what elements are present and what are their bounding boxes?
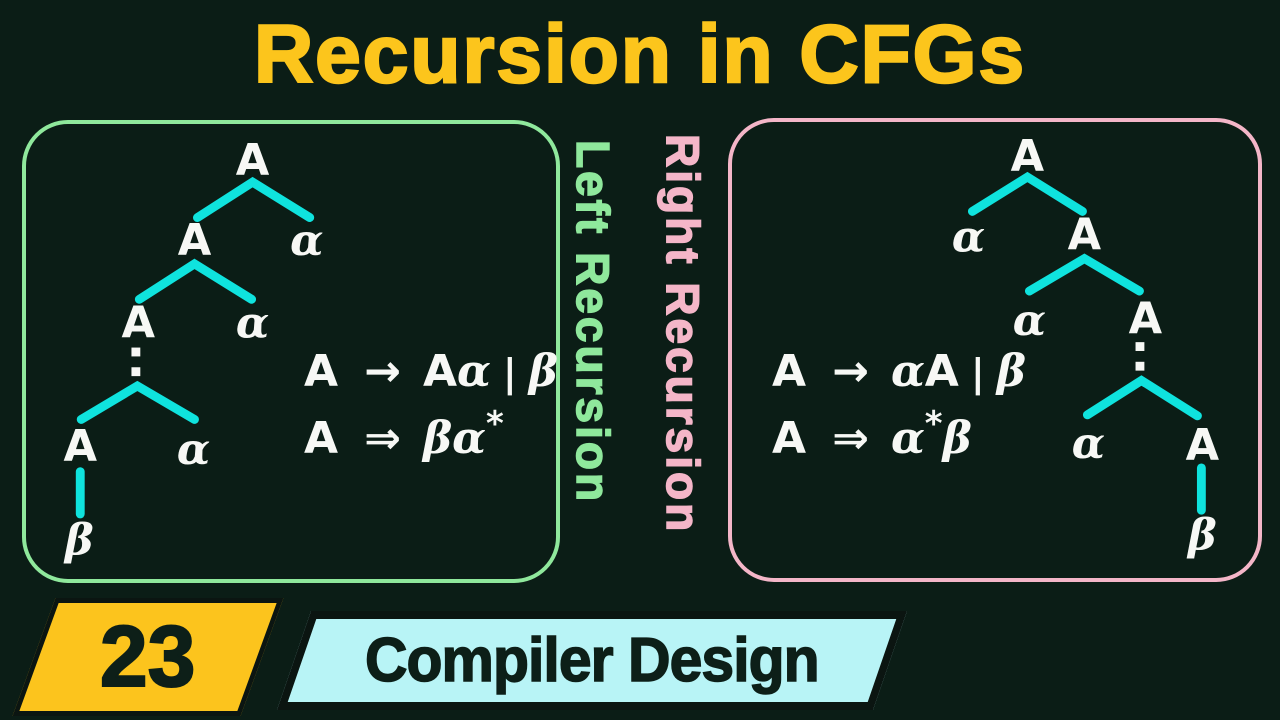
- tree-node-A: A: [1129, 294, 1163, 344]
- derivation-symbol: β: [942, 413, 972, 464]
- derivation-lhs: A: [304, 413, 339, 464]
- production-lhs: A: [304, 346, 339, 397]
- tree-edge: [193, 176, 315, 222]
- ellipsis-dot: [131, 347, 141, 357]
- tree-node-A: A: [236, 136, 270, 186]
- tree-edge: [134, 258, 257, 304]
- episode-number: 23: [99, 608, 197, 706]
- left-parse-tree: A A α A α A α β: [63, 136, 324, 565]
- tree-node-A: A: [122, 299, 156, 349]
- tree-node-alpha: α: [952, 212, 985, 263]
- ellipsis-dot: [1135, 342, 1145, 351]
- right-parse-tree: A α A α A α A β: [952, 132, 1220, 560]
- arrow-icon: →: [364, 346, 401, 397]
- alternation-bar: |: [970, 351, 985, 395]
- ellipsis-dot: [131, 367, 141, 377]
- course-name: Compiler Design: [364, 625, 819, 695]
- ellipsis-dot: [1135, 361, 1145, 371]
- production-symbol: β: [528, 346, 558, 397]
- production-symbol: A: [422, 346, 457, 397]
- tree-node-alpha: α: [290, 215, 323, 266]
- tree-node-alpha: α: [177, 424, 210, 475]
- kleene-star: *: [924, 404, 943, 444]
- tree-edge: [967, 171, 1087, 216]
- derivation-lhs: A: [772, 413, 807, 464]
- tree-node-A: A: [1068, 211, 1102, 261]
- tree-edge: [1082, 375, 1202, 421]
- grammar-production: A → A α | β: [304, 346, 558, 397]
- derivation-symbol: β: [422, 413, 453, 464]
- kleene-star: *: [486, 404, 504, 444]
- tree-node-A: A: [1186, 421, 1220, 471]
- right-recursion-panel: A α A α A α A β A → α A | β A ⇒ α * β: [728, 118, 1262, 582]
- tree-edge: [76, 380, 199, 424]
- tree-node-A: A: [63, 422, 97, 472]
- derivation-symbol: α: [890, 413, 925, 464]
- production-symbol: α: [457, 346, 491, 397]
- tree-node-A: A: [178, 216, 212, 266]
- derivation-result: A ⇒ β α *: [304, 404, 504, 464]
- production-lhs: A: [772, 346, 807, 397]
- grammar-production: A → α A | β: [772, 346, 1026, 397]
- tree-node-alpha: α: [1072, 418, 1105, 469]
- tree-node-beta: β: [1186, 509, 1217, 560]
- double-arrow-icon: ⇒: [364, 413, 401, 464]
- page-title: Recursion in CFGs: [253, 8, 1027, 102]
- arrow-icon: →: [832, 346, 869, 397]
- course-name-badge: Compiler Design: [276, 611, 908, 710]
- tree-node-alpha: α: [1013, 295, 1046, 346]
- tree-node-alpha: α: [236, 298, 269, 349]
- alternation-bar: |: [502, 351, 517, 395]
- tree-edge: [1024, 253, 1144, 296]
- production-symbol: α: [890, 346, 925, 397]
- production-symbol: β: [996, 346, 1026, 397]
- production-symbol: A: [924, 346, 959, 397]
- double-arrow-icon: ⇒: [832, 413, 869, 464]
- tree-node-beta: β: [63, 514, 94, 565]
- derivation-result: A ⇒ α * β: [772, 404, 972, 464]
- episode-number-badge: 23: [12, 598, 284, 716]
- tree-node-A: A: [1011, 132, 1045, 182]
- left-recursion-label: Left Recursion: [566, 139, 620, 505]
- left-recursion-panel: A A α A α A α β A → A α | β A ⇒ β α *: [22, 120, 560, 583]
- derivation-symbol: α: [452, 413, 487, 464]
- right-recursion-label: Right Recursion: [656, 133, 710, 535]
